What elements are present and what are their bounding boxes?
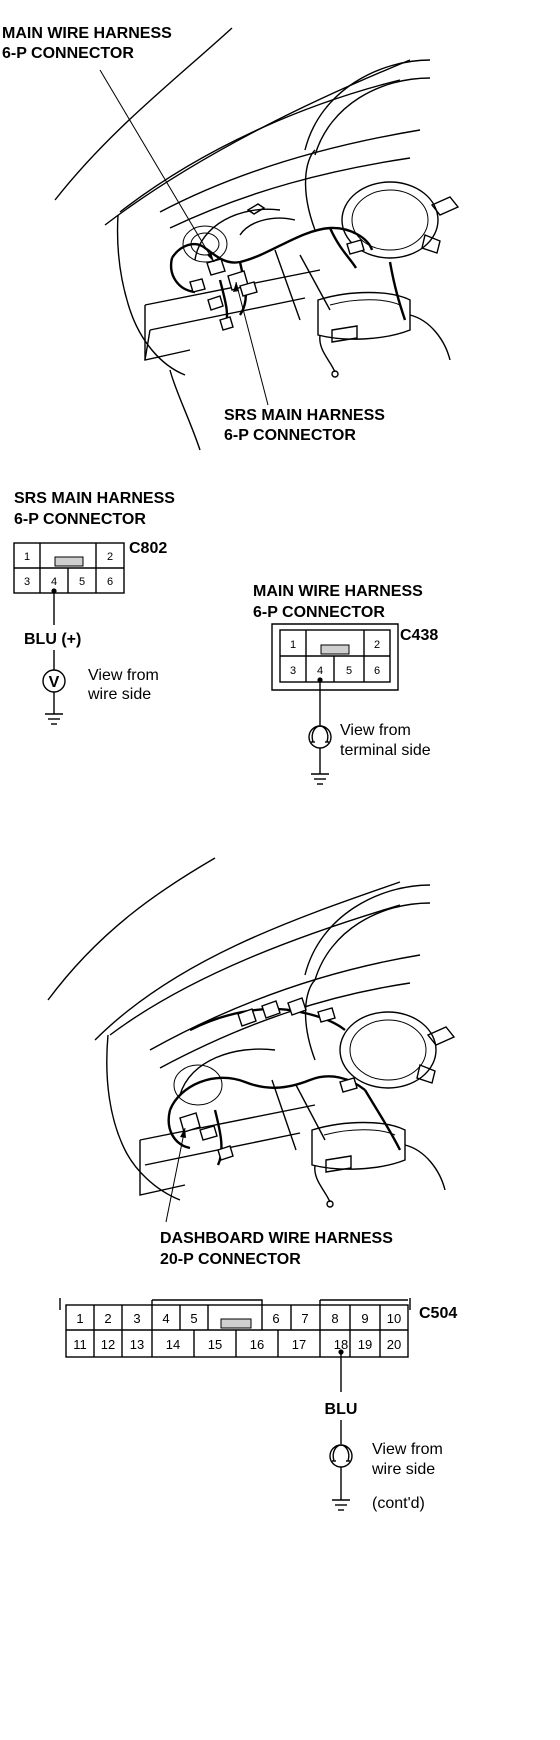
c438-title-line1: MAIN WIRE HARNESS bbox=[253, 583, 423, 600]
c802-pin-3: 3 bbox=[24, 576, 30, 588]
c802-pin-6: 6 bbox=[107, 576, 113, 588]
c438-pin-2: 2 bbox=[374, 639, 380, 651]
c438-pin-6: 6 bbox=[374, 665, 380, 677]
c802-view-note-line1: View from bbox=[88, 667, 159, 684]
c504-pin-2: 2 bbox=[104, 1311, 111, 1326]
c504-pin-12: 12 bbox=[101, 1337, 115, 1352]
continued-note: (cont'd) bbox=[372, 1495, 425, 1512]
c438-view-note-line2: terminal side bbox=[340, 742, 431, 759]
c504-pin-8: 8 bbox=[331, 1311, 338, 1326]
ground-icon bbox=[45, 713, 63, 725]
top-dashboard-illustration bbox=[54, 27, 460, 451]
c504-pin-4: 4 bbox=[162, 1311, 169, 1326]
c802-wire-label: BLU (+) bbox=[24, 631, 81, 648]
c504-pin-9: 9 bbox=[361, 1311, 368, 1326]
c504-pin-10: 10 bbox=[387, 1311, 401, 1326]
srs-connector-c802: SRS MAIN HARNESS 6-P CONNECTOR C802 1 2 … bbox=[13, 490, 175, 725]
ohmmeter-icon bbox=[308, 725, 332, 749]
c438-view-note-line1: View from bbox=[340, 722, 411, 739]
c438-title-line2: 6-P CONNECTOR bbox=[253, 604, 385, 621]
c504-pin-16: 16 bbox=[250, 1337, 264, 1352]
c504-pin-5: 5 bbox=[190, 1311, 197, 1326]
c504-pin-7: 7 bbox=[301, 1311, 308, 1326]
dashboard-connector-c504: C504 1 2 3 4 5 6 7 8 bbox=[59, 1298, 457, 1512]
c504-wire-label: BLU bbox=[325, 1401, 358, 1418]
c504-view-note-line1: View from bbox=[372, 1441, 443, 1458]
c504-view-note-line2: wire side bbox=[371, 1461, 435, 1478]
c438-pin-3: 3 bbox=[290, 665, 296, 677]
srs-connector-code: C802 bbox=[129, 540, 167, 557]
c438-code: C438 bbox=[400, 627, 438, 644]
c504-pin-18: 18 bbox=[334, 1337, 348, 1352]
c438-pin-4: 4 bbox=[317, 665, 323, 677]
srs-connector-title-line2: 6-P CONNECTOR bbox=[14, 511, 146, 528]
c504-pin-6: 6 bbox=[272, 1311, 279, 1326]
c504-pin-3: 3 bbox=[133, 1311, 140, 1326]
c504-pin-1: 1 bbox=[76, 1311, 83, 1326]
main-wire-connector-c438: MAIN WIRE HARNESS 6-P CONNECTOR C438 1 2… bbox=[253, 583, 438, 785]
c802-pin-2: 2 bbox=[107, 551, 113, 563]
c504-pin-13: 13 bbox=[130, 1337, 144, 1352]
c504-pin-19: 19 bbox=[358, 1337, 372, 1352]
callout-srs-main-line2: 6-P CONNECTOR bbox=[224, 427, 356, 444]
c802-view-note-line2: wire side bbox=[87, 686, 151, 703]
c438-pin-5: 5 bbox=[346, 665, 352, 677]
ground-icon bbox=[311, 773, 329, 785]
callout-dashboard-line1: DASHBOARD WIRE HARNESS bbox=[160, 1230, 393, 1247]
ohmmeter-icon bbox=[329, 1444, 353, 1468]
c504-pin-20: 20 bbox=[387, 1337, 401, 1352]
c504-code: C504 bbox=[419, 1305, 457, 1322]
c802-pin-4: 4 bbox=[51, 576, 57, 588]
c802-pin-5: 5 bbox=[79, 576, 85, 588]
callout-dashboard-line2: 20-P CONNECTOR bbox=[160, 1251, 301, 1268]
c438-pin-1: 1 bbox=[290, 639, 296, 651]
callout-main-wire-line2: 6-P CONNECTOR bbox=[2, 45, 134, 62]
c504-pin-15: 15 bbox=[208, 1337, 222, 1352]
c802-pin-1: 1 bbox=[24, 551, 30, 563]
c504-pin-14: 14 bbox=[166, 1337, 180, 1352]
bottom-dashboard-illustration bbox=[47, 857, 456, 1223]
srs-connector-title-line1: SRS MAIN HARNESS bbox=[14, 490, 175, 507]
callout-main-wire-line1: MAIN WIRE HARNESS bbox=[2, 25, 172, 42]
ground-icon bbox=[332, 1499, 350, 1511]
c504-pin-11: 11 bbox=[73, 1337, 87, 1352]
callout-srs-main-line1: SRS MAIN HARNESS bbox=[224, 407, 385, 424]
c504-pin-17: 17 bbox=[292, 1337, 306, 1352]
voltmeter-symbol: V bbox=[49, 674, 60, 691]
